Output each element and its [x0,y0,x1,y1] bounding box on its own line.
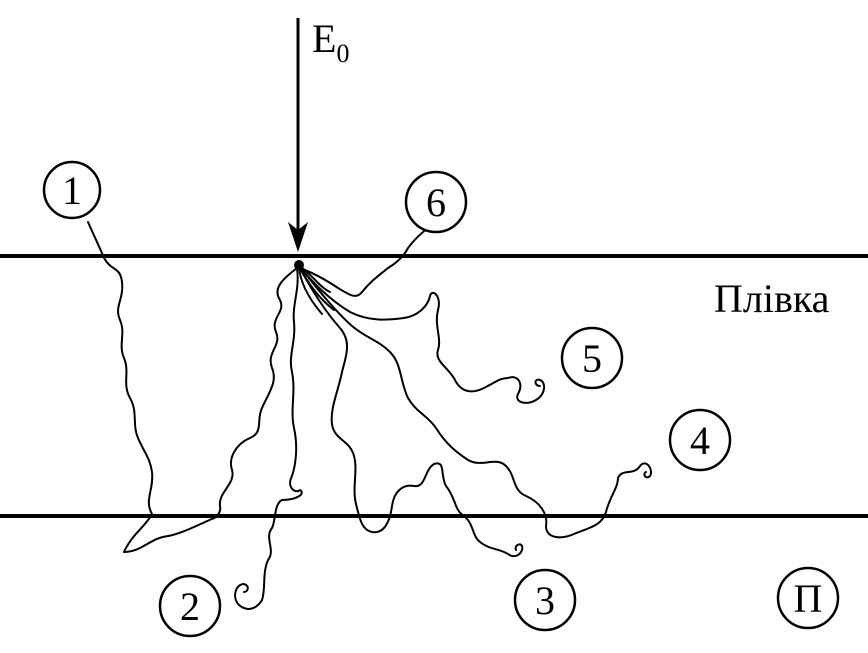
film-label: Плівка [714,276,830,321]
trajectory-6-marker: 6 [404,170,468,234]
trajectory-5-marker: 5 [560,326,624,390]
beam-energy-symbol: E [312,16,336,61]
trajectory-4-label: 4 [690,418,710,463]
trajectory-3-label: 3 [535,578,555,623]
impact-spread-path [298,265,335,315]
trajectory-2b-path [234,267,303,610]
trajectory-1-label: 1 [62,168,82,213]
trajectory-4-marker: 4 [668,408,732,472]
beam-energy-label: E0 [312,16,349,68]
trajectory-3-marker: 3 [513,568,577,632]
trajectory-5-path [300,267,546,404]
trajectory-4-path [300,267,652,539]
trajectory-6-path [298,227,429,297]
trajectory-5-label: 5 [582,336,602,381]
incident-beam-arrow [288,18,308,252]
trajectory-3-path [300,269,524,558]
substrate-label: П [794,576,823,621]
trajectory-2-marker: 2 [158,574,222,638]
trajectory-6-label: 6 [426,180,446,225]
beam-energy-subscript: 0 [336,39,349,68]
substrate-marker: П [776,566,840,630]
trajectory-1-path [87,221,215,553]
trajectory-1-marker: 1 [42,160,102,220]
trajectory-2-path [212,267,298,520]
trajectory-2-label: 2 [180,584,200,629]
